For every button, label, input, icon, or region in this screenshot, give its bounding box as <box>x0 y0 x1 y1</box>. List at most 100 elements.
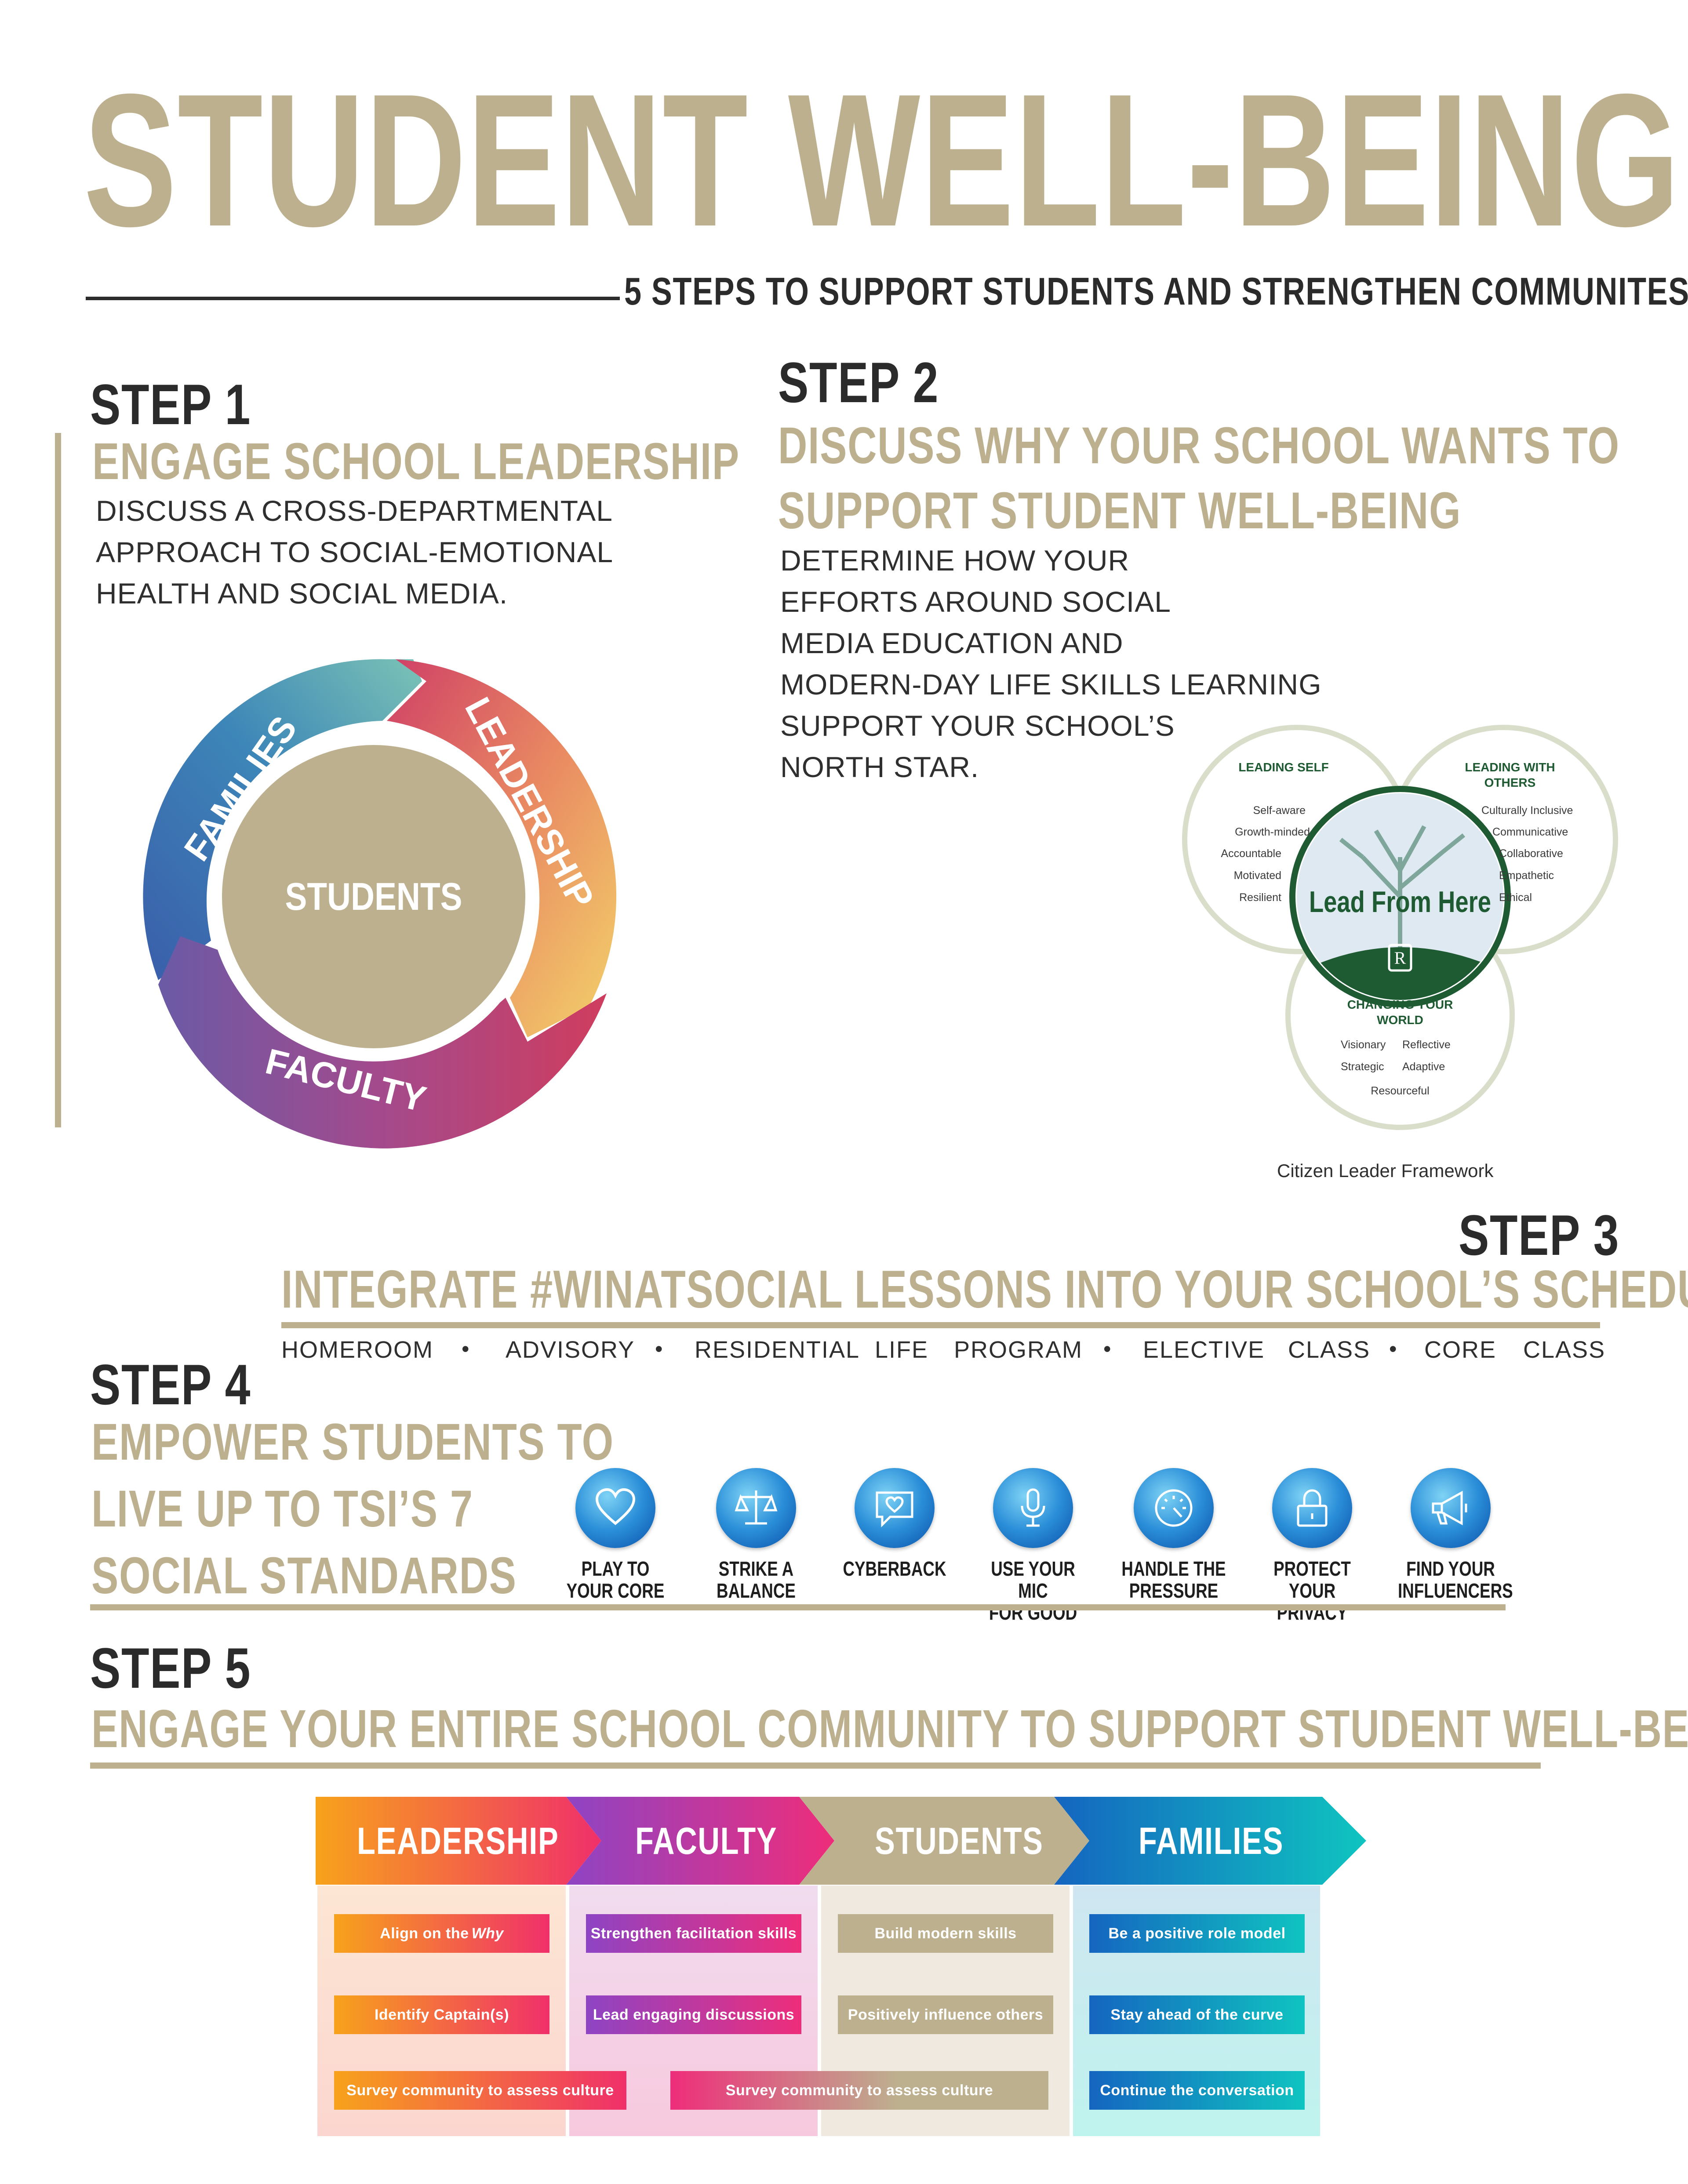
standard-use-your-mic-for-good: USE YOUR MIC FOR GOOD <box>967 1468 1099 1624</box>
heart-icon <box>575 1468 655 1548</box>
step4-heading-line: LIVE UP TO TSI’S 7 <box>91 1480 473 1538</box>
step4-rule <box>90 1604 1506 1610</box>
step3-label: STEP 3 <box>1459 1203 1620 1267</box>
action-lead-discussions: Lead engaging discussions <box>586 1995 801 2034</box>
schedule-class: CLASS <box>1288 1337 1371 1363</box>
step1-body-line: HEALTH AND SOCIAL MEDIA. <box>96 577 508 610</box>
megaphone-icon <box>1411 1468 1491 1548</box>
standard-label: STRIKE A BALANCE <box>717 1557 796 1602</box>
trait: Visionary <box>1341 1039 1386 1051</box>
standard-find-your-influencers: FIND YOUR INFLUENCERS <box>1385 1468 1517 1602</box>
standard-handle-the-pressure: HANDLE THE PRESSURE <box>1108 1468 1240 1602</box>
schedule-homeroom: HOMEROOM <box>281 1337 433 1363</box>
students-arrow <box>799 1797 1089 1885</box>
page-subtitle: 5 STEPS TO SUPPORT STUDENTS AND STRENGTH… <box>624 269 1688 313</box>
cycle-center-label: STUDENTS <box>285 875 462 918</box>
framework-caption: Citizen Leader Framework <box>1277 1160 1494 1181</box>
action-align-on-why: Align on the Why <box>334 1914 549 1953</box>
standard-strike-a-balance: STRIKE A BALANCE <box>690 1468 822 1602</box>
arrow-label-students: STUDENTS <box>875 1820 1044 1862</box>
trait: Ethical <box>1499 891 1532 904</box>
step3-heading: INTEGRATE #WINATSOCIAL LESSONS INTO YOUR… <box>281 1259 1688 1319</box>
page-title: STUDENT WELL-BEING <box>84 55 1681 266</box>
leading-others-title: OTHERS <box>1484 776 1536 789</box>
action-text: Align on the <box>380 1925 469 1942</box>
standard-label: CYBERBACK <box>843 1557 946 1580</box>
step2-body-line: SUPPORT YOUR SCHOOL’S <box>780 709 1175 742</box>
action-text-emphasis: Why <box>471 1925 504 1942</box>
citizen-leader-framework-diagram: Lead From Here R LEADING SELF Self-aware… <box>1182 725 1618 1130</box>
trait: Motivated <box>1234 869 1281 882</box>
lock-icon <box>1272 1468 1352 1548</box>
step2-body: DETERMINE HOW YOUR EFFORTS AROUND SOCIAL… <box>780 540 1322 788</box>
lead-from-here-text: Lead From Here <box>1309 885 1491 919</box>
changing-world-title: WORLD <box>1377 1013 1423 1027</box>
families-arrow <box>1054 1797 1366 1885</box>
subtitle-rule <box>86 297 620 300</box>
students-center-circle <box>222 745 525 1048</box>
trait: Resourceful <box>1371 1085 1429 1097</box>
stakeholder-cycle-diagram: STUDENTS FAMILIES LEADERSHIP FACULTY <box>143 659 617 1148</box>
scale-icon <box>716 1468 796 1548</box>
step1-body-line: APPROACH TO SOCIAL-EMOTIONAL <box>96 536 614 568</box>
action-survey-community: Survey community to assess culture <box>334 2071 626 2110</box>
standard-label: PROTECT YOUR PRIVACY <box>1273 1557 1351 1624</box>
step5-label: STEP 5 <box>90 1636 251 1700</box>
trait: Empathetic <box>1499 869 1554 882</box>
families-segment <box>143 659 422 980</box>
step2-body-line: DETERMINE HOW YOUR <box>780 544 1130 577</box>
tree-icon <box>1339 825 1466 958</box>
crest-icon <box>1388 944 1412 972</box>
trait: Strategic <box>1341 1061 1384 1073</box>
chat-heart-icon <box>855 1468 935 1548</box>
trait: Resilient <box>1239 891 1281 904</box>
step2-label: STEP 2 <box>778 350 939 414</box>
trait: Collaborative <box>1499 847 1563 860</box>
schedule-life: LIFE <box>875 1337 929 1363</box>
arrow-label-faculty: FACULTY <box>635 1820 778 1862</box>
step4-label: STEP 4 <box>90 1352 251 1417</box>
step3-rule <box>281 1322 1600 1328</box>
step2-body-line: MEDIA EDUCATION AND <box>780 627 1124 659</box>
leading-others-title: LEADING WITH <box>1465 760 1555 774</box>
trait: Accountable <box>1221 847 1281 860</box>
community-arrow-bar <box>316 1797 1366 1885</box>
schedule-core: CORE <box>1424 1337 1497 1363</box>
standard-label: USE YOUR MIC FOR GOOD <box>989 1557 1077 1624</box>
standard-label: PLAY TO YOUR CORE <box>566 1557 665 1602</box>
faculty-arrow <box>566 1797 834 1885</box>
action-survey-community-shared: Survey community to assess culture <box>670 2071 1048 2110</box>
step1-label: STEP 1 <box>90 372 251 436</box>
step1-body-line: DISCUSS A CROSS-DEPARTMENTAL <box>96 494 613 527</box>
step2-body-line: MODERN-DAY LIFE SKILLS LEARNING <box>780 668 1322 701</box>
bullet: • <box>1103 1337 1111 1361</box>
leadership-arrow <box>316 1797 601 1885</box>
step2-heading: DISCUSS WHY YOUR SCHOOL WANTS TO SUPPORT… <box>778 413 1620 543</box>
step1-side-bar <box>55 433 61 1127</box>
trait: Adaptive <box>1402 1061 1445 1073</box>
step2-heading-line: SUPPORT STUDENT WELL-BEING <box>778 482 1462 540</box>
standard-label: HANDLE THE PRESSURE <box>1121 1557 1226 1602</box>
step2-body-line: EFFORTS AROUND SOCIAL <box>780 585 1171 618</box>
schedule-residential: RESIDENTIAL <box>695 1337 860 1363</box>
bullet: • <box>1389 1337 1397 1361</box>
action-continue-conversation: Continue the conversation <box>1089 2071 1305 2110</box>
action-strengthen-facilitation: Strengthen facilitation skills <box>586 1914 801 1953</box>
trait: Communicative <box>1492 826 1568 838</box>
step4-heading-line: EMPOWER STUDENTS TO <box>91 1413 614 1471</box>
step1-body: DISCUSS A CROSS-DEPARTMENTAL APPROACH TO… <box>96 490 613 614</box>
bullet: • <box>462 1337 469 1361</box>
trait: Reflective <box>1402 1039 1451 1051</box>
step5-rule <box>90 1762 1541 1769</box>
schedule-class: CLASS <box>1523 1337 1606 1363</box>
leadership-segment <box>387 659 617 1037</box>
step2-body-line: NORTH STAR. <box>780 751 979 783</box>
arrow-label-families: FAMILIES <box>1139 1820 1284 1862</box>
standard-play-to-your-core: PLAY TO YOUR CORE <box>549 1468 681 1602</box>
schedule-program: PROGRAM <box>954 1337 1083 1363</box>
bullet: • <box>655 1337 663 1361</box>
microphone-icon <box>993 1468 1073 1548</box>
schedule-elective: ELECTIVE <box>1143 1337 1265 1363</box>
crest-letter: R <box>1394 948 1406 968</box>
trait: Self-aware <box>1253 804 1306 817</box>
